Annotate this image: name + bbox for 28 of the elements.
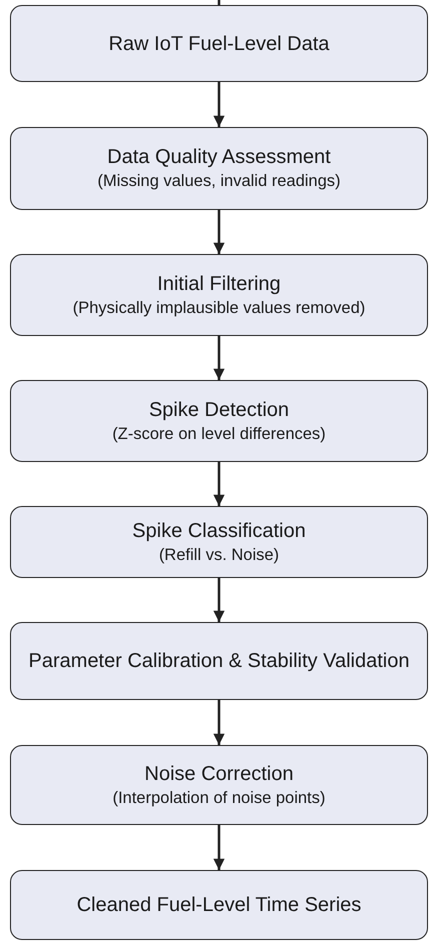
- step-description: (Refill vs. Noise): [158, 544, 280, 566]
- step-description: (Missing values, invalid readings): [97, 171, 341, 192]
- arrow: [213, 700, 225, 745]
- process-box: [10, 745, 428, 825]
- arrow: [213, 336, 225, 380]
- arrow: [213, 578, 225, 622]
- arrow: [213, 825, 225, 870]
- step-description: (Physically implausible values removed): [72, 298, 366, 319]
- step-title: Parameter Calibration & Stability Validation: [28, 649, 410, 674]
- process-box: [10, 5, 428, 82]
- step-description: (Z-score on level differences): [112, 424, 326, 445]
- arrow: [213, 82, 225, 127]
- process-box: [10, 506, 428, 578]
- step-title: Noise Correction: [144, 762, 294, 787]
- step-title: Spike Classification: [132, 518, 306, 544]
- process-box: [10, 380, 428, 462]
- process-box: [10, 254, 428, 336]
- arrow: [213, 462, 225, 506]
- step-title: Spike Detection: [148, 398, 290, 423]
- step-title: Data Quality Assessment: [107, 145, 331, 170]
- arrow: [213, 210, 225, 254]
- step-title: Initial Filtering: [157, 272, 281, 297]
- process-box: [10, 622, 428, 700]
- step-title: Cleaned Fuel-Level Time Series: [76, 893, 362, 918]
- process-box: [10, 870, 428, 940]
- process-box: [10, 127, 428, 210]
- step-description: (Interpolation of noise points): [112, 788, 326, 809]
- step-title: Raw IoT Fuel-Level Data: [108, 32, 330, 56]
